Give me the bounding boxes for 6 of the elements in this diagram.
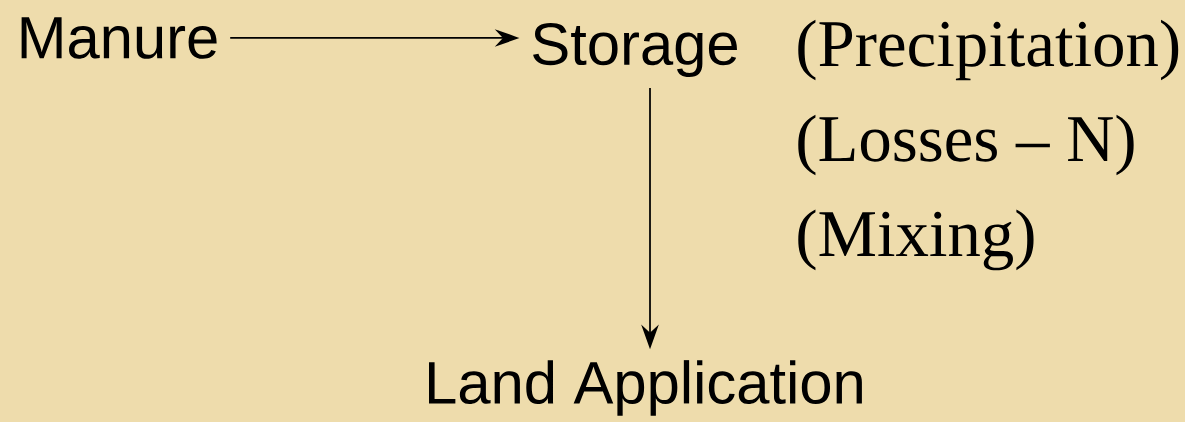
step-text: Manure — [21, 17, 217, 59]
note-text: (Mixing) — [798, 209, 1034, 271]
step-text: Storage — [533, 22, 737, 78]
note-text: (Precipitation) — [798, 19, 1179, 81]
note-text: (Losses – N) — [798, 114, 1134, 176]
step-text: Land Application — [429, 360, 862, 416]
